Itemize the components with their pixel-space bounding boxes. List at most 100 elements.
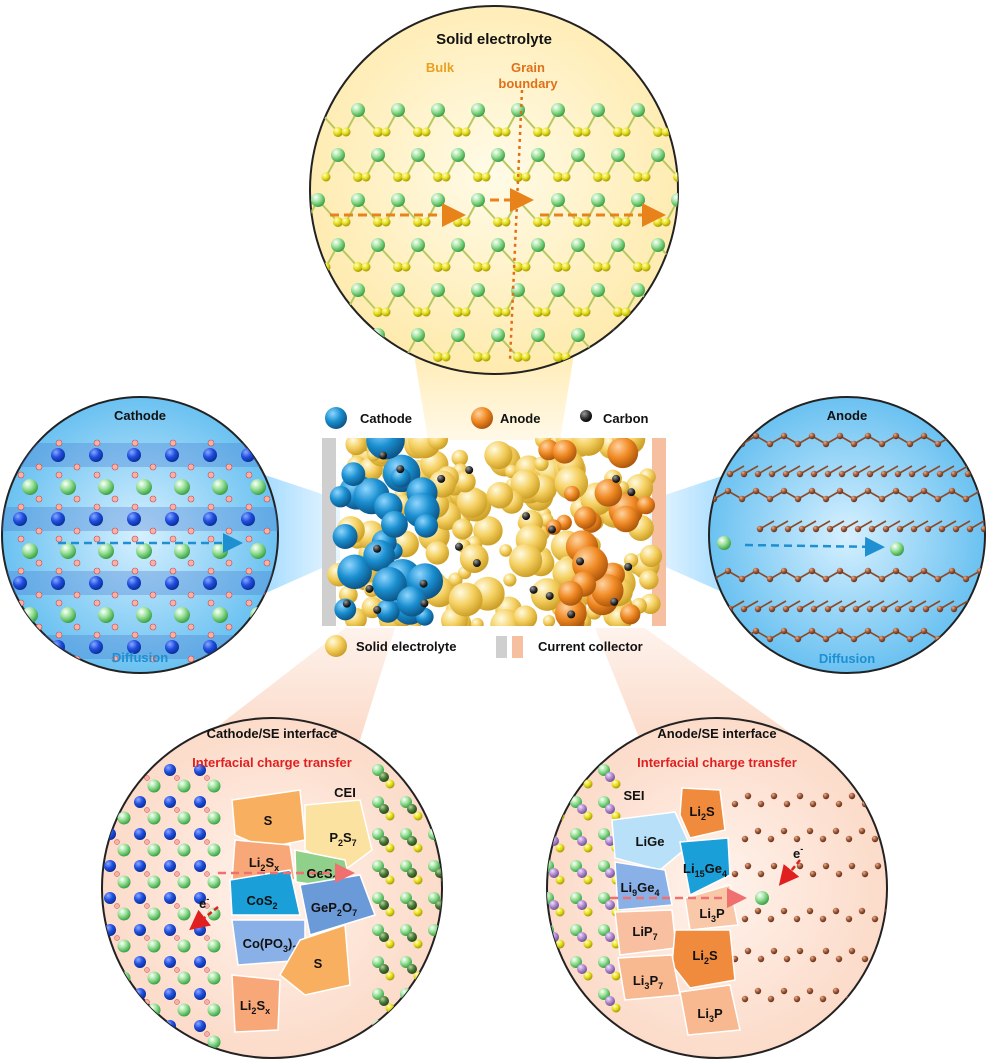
c-atom	[780, 432, 788, 440]
c-atom	[871, 915, 879, 923]
s-atom	[555, 843, 565, 853]
c-atom	[922, 470, 930, 478]
s-atom	[583, 1003, 593, 1013]
ai-electron-arrow	[778, 859, 801, 886]
o-atom	[55, 631, 63, 639]
cathode-layer	[2, 443, 278, 467]
c-bond	[979, 435, 985, 445]
p-atom	[577, 804, 587, 814]
s-atom	[393, 262, 403, 272]
li-atom	[212, 543, 228, 559]
p-atom	[577, 900, 587, 910]
c-atom	[832, 907, 840, 915]
bond	[310, 289, 319, 313]
c-atom	[840, 525, 848, 533]
ge-atom	[435, 964, 442, 974]
li-atom	[117, 1035, 131, 1049]
s-atom	[413, 1035, 423, 1045]
c-atom	[794, 440, 802, 448]
c-atom	[948, 627, 956, 635]
o-atom	[284, 600, 290, 606]
o-atom	[263, 559, 271, 567]
s-atom	[541, 127, 551, 137]
p-atom	[577, 932, 587, 942]
cathode-particle	[390, 467, 411, 488]
c-atom	[738, 635, 746, 643]
li-atom	[250, 543, 266, 559]
s-atom	[453, 127, 463, 137]
s-atom	[381, 307, 391, 317]
c-atom	[866, 470, 874, 478]
c-atom	[892, 627, 900, 635]
c-atom	[757, 870, 765, 878]
ai-phase-label: Li2S	[692, 948, 718, 966]
o-atom	[245, 439, 253, 447]
p-atom	[605, 1028, 615, 1038]
c-atom	[878, 635, 886, 643]
o-atom	[207, 471, 215, 479]
c-atom	[752, 627, 760, 635]
o-atom	[187, 623, 195, 631]
s-atom	[581, 217, 591, 227]
carbon-particle	[522, 512, 531, 521]
c-atom	[740, 605, 748, 613]
c-atom	[936, 605, 944, 613]
c-atom	[850, 575, 858, 583]
o-atom	[149, 559, 157, 567]
c-atom	[864, 567, 872, 575]
li-atom	[400, 764, 412, 776]
p-atom	[549, 900, 559, 910]
li-atom	[428, 1020, 440, 1032]
bond	[605, 334, 619, 358]
electrolyte-particle	[456, 487, 488, 518]
ai-phase-label: Li2S	[689, 804, 715, 822]
o-atom	[35, 463, 43, 471]
s-atom	[441, 939, 442, 949]
c-atom	[858, 907, 866, 915]
carbon-particle	[627, 488, 636, 497]
s-atom	[413, 1003, 423, 1013]
li-atom	[331, 148, 345, 162]
o-atom	[204, 839, 210, 845]
o-atom	[144, 775, 150, 781]
s-atom	[521, 262, 531, 272]
p-atom	[605, 804, 615, 814]
c-atom	[726, 470, 734, 478]
c-atom	[782, 605, 790, 613]
anode-interface-panel: Li2SLiGeLi15Ge4Li9Ge4Li3PLiP7Li2SLi3P7Li…	[546, 717, 894, 1059]
co-atom	[51, 576, 65, 590]
o-atom	[149, 591, 157, 599]
anode-diffusion-label: Diffusion	[819, 651, 875, 666]
c-atom	[754, 907, 762, 915]
o-atom	[55, 535, 63, 543]
c-atom	[888, 871, 894, 877]
ge-atom	[407, 868, 417, 878]
o-atom	[111, 527, 119, 535]
li-atom	[598, 1052, 610, 1058]
li-atom	[147, 875, 161, 889]
li-atom	[177, 779, 191, 793]
ci-electron-arrow	[189, 906, 219, 931]
o-atom	[93, 567, 101, 575]
p-atom	[549, 804, 559, 814]
anode-title: Anode	[827, 408, 867, 423]
s-atom	[621, 217, 631, 227]
o-atom	[73, 527, 81, 535]
li-atom	[174, 479, 190, 495]
s-atom	[413, 217, 423, 227]
o-atom	[131, 631, 139, 639]
carbon-particle	[454, 542, 463, 551]
o-atom	[169, 631, 177, 639]
cathode-panel: Cathode Diffusion	[1, 396, 290, 674]
o-atom	[174, 935, 180, 941]
s-atom	[310, 127, 311, 137]
o-atom	[207, 631, 215, 639]
li-atom	[117, 779, 131, 793]
o-atom	[73, 463, 81, 471]
carbon-particle	[465, 466, 474, 475]
li-atom	[117, 811, 131, 825]
c-atom	[812, 525, 820, 533]
electrolyte-particle	[454, 471, 476, 493]
o-atom	[187, 527, 195, 535]
li-atom	[471, 103, 485, 117]
